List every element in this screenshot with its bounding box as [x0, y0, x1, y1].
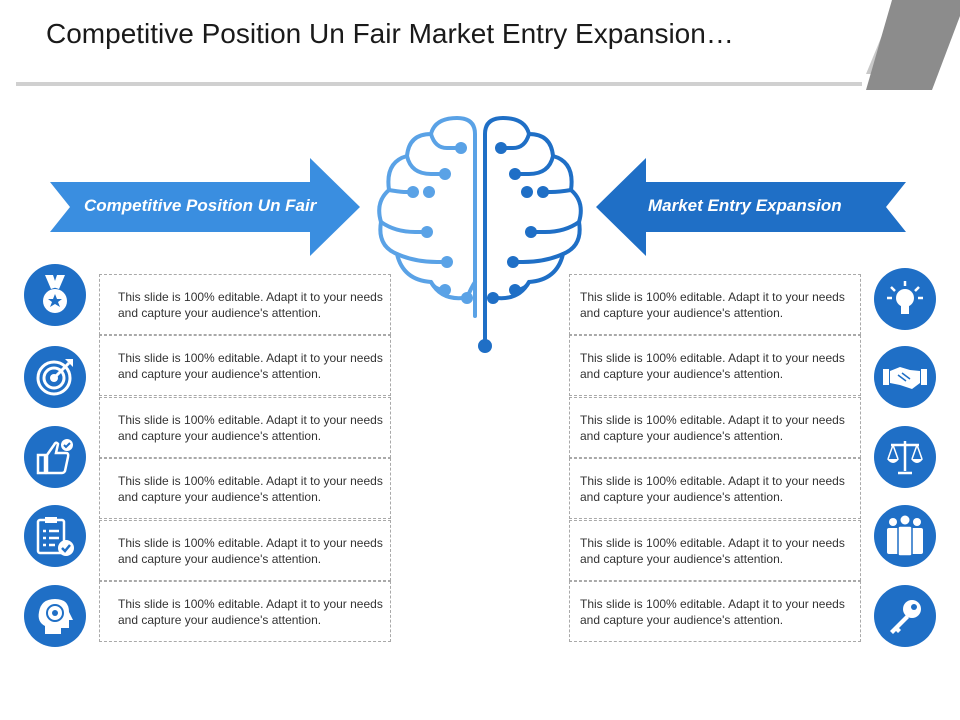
right-text-box-1: This slide is 100% editable. Adapt it to…	[569, 274, 861, 335]
right-text-box-4: This slide is 100% editable. Adapt it to…	[569, 458, 861, 519]
lightbulb-icon	[874, 268, 936, 330]
handshake-icon	[874, 346, 936, 408]
key-icon	[874, 585, 936, 647]
right-arrow-banner	[596, 158, 906, 256]
left-text-box-3: This slide is 100% editable. Adapt it to…	[99, 397, 391, 458]
left-text-box-2: This slide is 100% editable. Adapt it to…	[99, 335, 391, 396]
left-heading: Competitive Position Un Fair	[84, 196, 317, 215]
target-icon	[24, 346, 86, 408]
scales-icon	[874, 426, 936, 488]
head-target-icon	[24, 585, 86, 647]
slide-title: Competitive Position Un Fair Market Entr…	[46, 18, 734, 49]
brain-circuit-icon	[377, 116, 583, 353]
thumbs-up-icon	[24, 426, 86, 488]
right-text-box-6: This slide is 100% editable. Adapt it to…	[569, 581, 861, 642]
title-divider	[16, 82, 862, 86]
right-text-box-2: This slide is 100% editable. Adapt it to…	[569, 335, 861, 396]
medal-icon	[24, 264, 86, 326]
left-text-box-6: This slide is 100% editable. Adapt it to…	[99, 581, 391, 642]
team-icon	[874, 505, 936, 567]
right-text-box-3: This slide is 100% editable. Adapt it to…	[569, 397, 861, 458]
left-text-box-4: This slide is 100% editable. Adapt it to…	[99, 458, 391, 519]
left-arrow-banner	[50, 158, 360, 256]
corner-decoration	[866, 0, 960, 90]
clipboard-check-icon	[24, 505, 86, 567]
left-text-box-5: This slide is 100% editable. Adapt it to…	[99, 520, 391, 581]
right-text-box-5: This slide is 100% editable. Adapt it to…	[569, 520, 861, 581]
left-text-box-1: This slide is 100% editable. Adapt it to…	[99, 274, 391, 335]
right-heading: Market Entry Expansion	[648, 196, 842, 215]
